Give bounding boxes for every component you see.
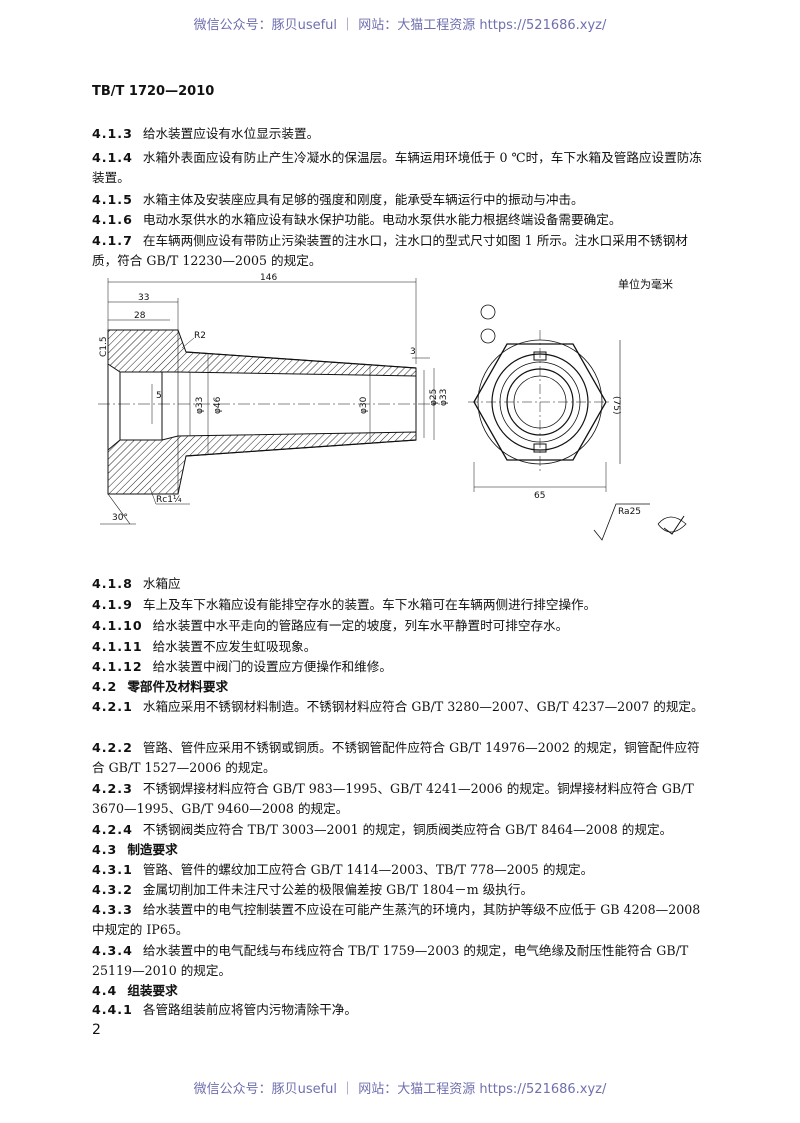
dim-146: 146	[260, 273, 277, 283]
dim-5: 5	[156, 391, 162, 401]
dim-33: 33	[138, 293, 149, 303]
watermark-bottom: 微信公众号：豚贝useful ｜ 网站：大猫工程资源 https://52168…	[193, 1082, 607, 1097]
standard-number: TB/T 1720—2010	[92, 84, 215, 99]
dim-chamfer: C1.5	[99, 336, 109, 357]
dim-65: 65	[534, 491, 545, 501]
dim-75: (75)	[611, 396, 621, 414]
roughness-value: Ra25	[618, 507, 641, 517]
watermark-top: 微信公众号：豚贝useful ｜ 网站：大猫工程资源 https://52168…	[193, 18, 607, 33]
page-number: 2	[92, 1022, 101, 1038]
figure-inlet-drawing: 146 33 28 3 5 C1.5 R2 φ33 φ46 φ30 φ25 φ3…	[98, 273, 687, 541]
dim-radius: R2	[194, 331, 206, 341]
dim-thread: Rc1¹⁄₄	[156, 495, 182, 505]
dim-dia25: φ25	[429, 389, 439, 406]
dim-3: 3	[410, 347, 416, 357]
dim-dia33a: φ33	[195, 397, 205, 414]
dim-dia33b: φ33	[439, 389, 449, 406]
dim-angle: 30°	[112, 513, 128, 523]
unit-note: 单位为毫米	[618, 277, 673, 291]
dim-dia46: φ46	[213, 396, 223, 414]
dim-28: 28	[134, 311, 146, 321]
dim-dia30: φ30	[359, 396, 369, 414]
